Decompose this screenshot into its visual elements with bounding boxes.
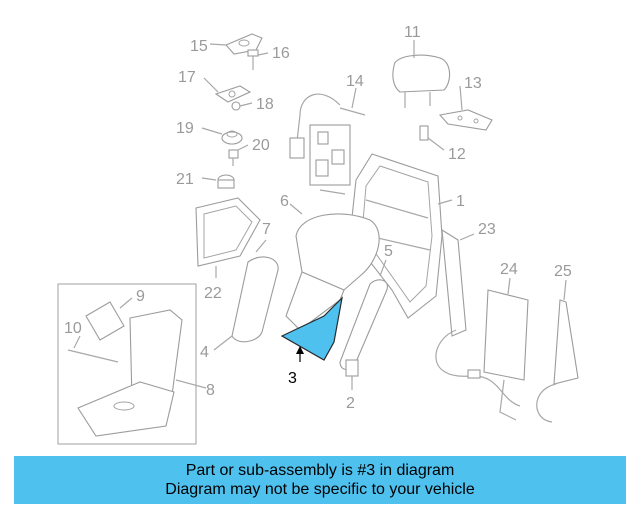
part-23-cable <box>435 228 521 407</box>
part-20-screw <box>228 149 239 166</box>
callout-5: 5 <box>384 243 393 260</box>
leader-lines <box>73 40 567 390</box>
callout-6: 6 <box>280 193 289 210</box>
callout-3: 3 <box>288 370 297 387</box>
callout-18: 18 <box>256 96 274 113</box>
callout-11: 11 <box>404 24 421 41</box>
part-17-clip <box>214 85 252 103</box>
callout-13: 13 <box>464 75 482 92</box>
callout-19: 19 <box>176 120 194 137</box>
callout-25: 25 <box>554 263 572 280</box>
part-6-pad <box>285 213 380 331</box>
part-5-trim <box>339 279 388 377</box>
part-25-sensor <box>536 299 579 423</box>
inset-box <box>57 283 197 445</box>
callout-10: 10 <box>64 320 82 337</box>
part-21-plug <box>217 174 235 189</box>
callout-16: 16 <box>272 45 290 62</box>
callout-23: 23 <box>478 221 496 238</box>
part-19-washer <box>221 130 243 145</box>
part-15-bracket <box>225 33 263 55</box>
part-7-panel <box>195 197 261 267</box>
part-24-pad <box>483 289 529 421</box>
callout-2: 2 <box>346 395 355 412</box>
callout-1: 1 <box>456 193 465 210</box>
info-banner: Part or sub-assembly is #3 in diagram Di… <box>14 456 626 504</box>
callout-24: 24 <box>500 261 518 278</box>
callout-21: 21 <box>176 171 194 188</box>
callout-22: 22 <box>204 285 222 302</box>
callout-7: 7 <box>262 221 271 238</box>
part-11-headrest <box>392 54 451 108</box>
callout-4: 4 <box>200 344 209 361</box>
callout-8: 8 <box>206 382 215 399</box>
part-18-nut <box>231 101 241 111</box>
callout-12: 12 <box>448 146 466 163</box>
banner-line-disclaimer: Diagram may not be specific to your vehi… <box>165 481 475 498</box>
callout-20: 20 <box>252 137 270 154</box>
callout-9: 9 <box>136 288 145 305</box>
part-3-highlighted <box>280 296 343 362</box>
part-14-harness <box>289 93 366 195</box>
callout-14: 14 <box>346 73 364 90</box>
part-12-guide <box>419 125 429 141</box>
part-13-trim <box>438 109 493 131</box>
part-16-bolt <box>247 49 259 70</box>
callout-17: 17 <box>178 69 196 86</box>
banner-line-part: Part or sub-assembly is #3 in diagram <box>185 462 455 479</box>
callout-15: 15 <box>190 38 208 55</box>
part-4-cover <box>231 256 279 343</box>
